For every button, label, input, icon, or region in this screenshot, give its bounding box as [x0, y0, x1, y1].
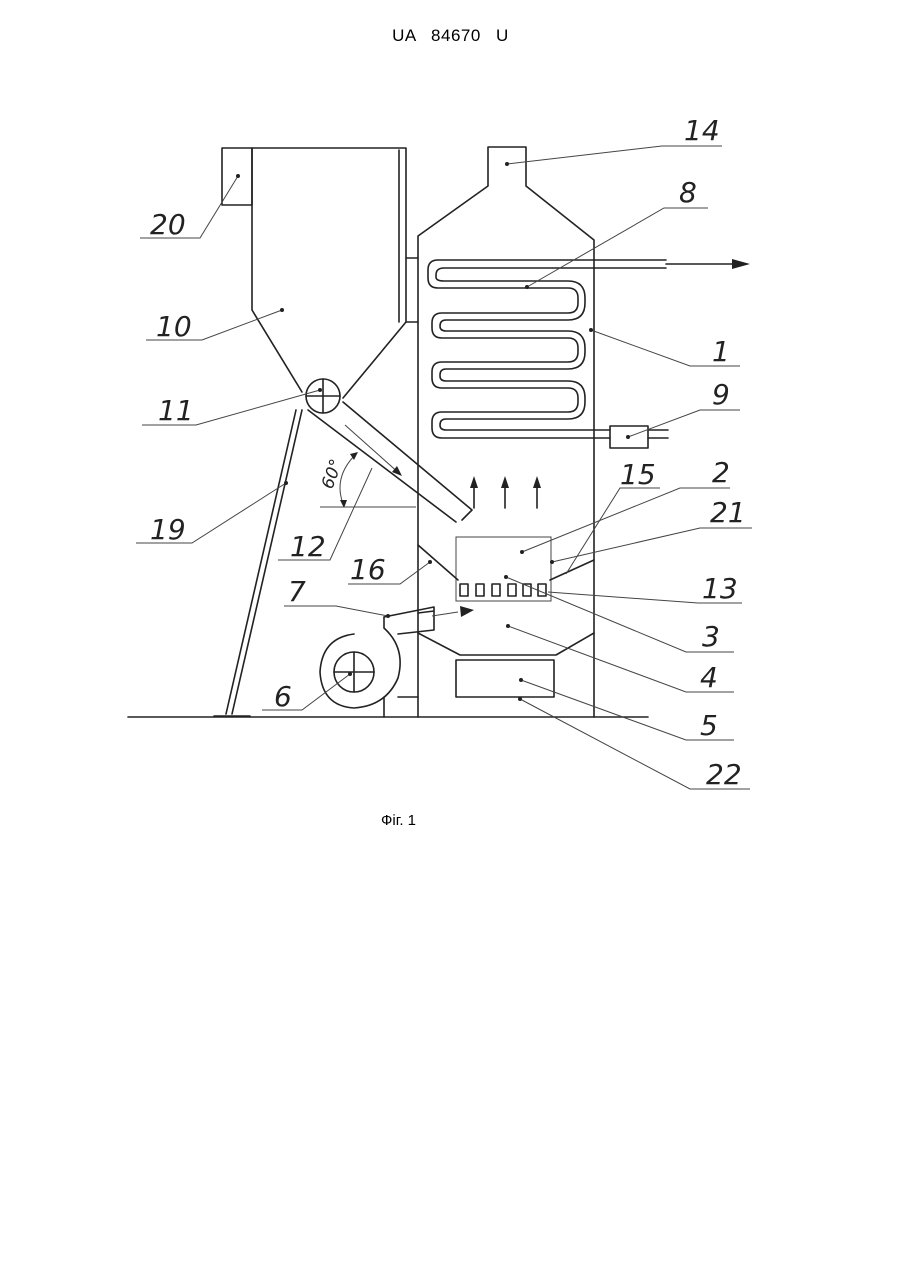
angle-label: 60° — [318, 457, 347, 492]
ash-box — [456, 660, 554, 697]
figure-caption: Фіг. 1 — [0, 812, 797, 829]
label-20: 20 — [150, 208, 186, 241]
heat-exchanger-coil — [428, 260, 666, 438]
air-nozzles — [460, 584, 546, 596]
label-16: 16 — [350, 553, 386, 586]
label-15: 15 — [620, 458, 656, 491]
label-19: 19 — [150, 513, 186, 546]
label-2: 2 — [712, 456, 730, 489]
label-1: 1 — [712, 335, 730, 368]
screw-feeder — [306, 379, 340, 413]
label-5: 5 — [700, 709, 718, 742]
label-11: 11 — [158, 394, 194, 427]
label-10: 10 — [156, 310, 192, 343]
label-7: 7 — [288, 575, 306, 608]
blower-fan — [320, 617, 400, 708]
label-9: 9 — [712, 378, 730, 411]
label-22: 22 — [706, 758, 742, 791]
label-12: 12 — [290, 530, 326, 563]
label-3: 3 — [702, 620, 720, 653]
leader-lines — [136, 146, 752, 789]
hopper-furnace-connector — [406, 258, 418, 322]
right-funnel — [550, 560, 594, 580]
air-duct — [384, 607, 434, 634]
fuel-flow-arrow — [345, 425, 400, 474]
burner-block — [456, 537, 551, 601]
gas-flow-arrows — [470, 476, 541, 508]
label-6: 6 — [274, 680, 292, 713]
label-14: 14 — [684, 114, 720, 147]
support-leg — [214, 410, 302, 716]
ash-funnel — [418, 633, 594, 655]
label-8: 8 — [679, 176, 697, 209]
label-4: 4 — [700, 661, 718, 694]
fuel-hopper — [252, 148, 406, 398]
label-21: 21 — [710, 496, 746, 529]
label-13: 13 — [702, 572, 738, 605]
fan-stand — [384, 697, 418, 717]
air-flow-arrow — [432, 612, 458, 616]
left-funnel — [418, 545, 458, 580]
air-flow-arrowhead — [460, 606, 474, 617]
furnace-body — [418, 147, 594, 717]
steam-outlet-arrowhead — [732, 259, 750, 269]
